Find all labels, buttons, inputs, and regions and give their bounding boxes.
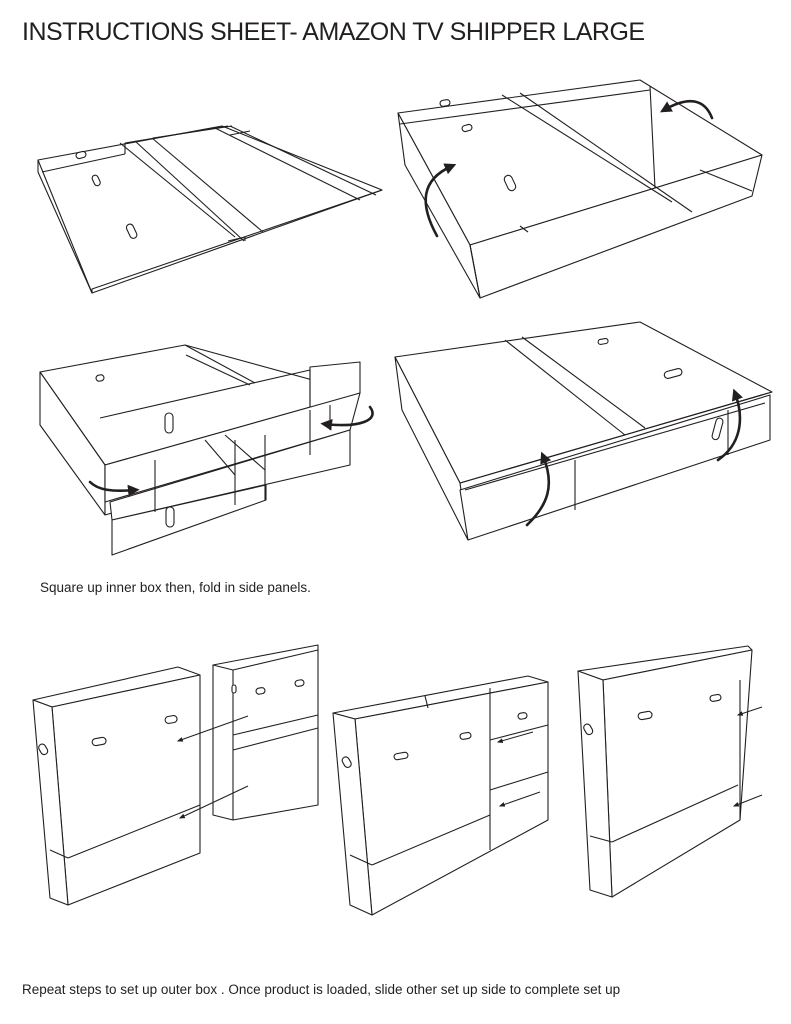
illustration-inner-box-fold bbox=[39, 344, 374, 556]
page-title: INSTRUCTIONS SHEET- AMAZON TV SHIPPER LA… bbox=[22, 18, 645, 46]
step1-caption: Square up inner box then, fold in side p… bbox=[40, 580, 311, 595]
illustration-flat-blank bbox=[37, 125, 383, 294]
illustration-outer-box-partly-closed bbox=[332, 675, 549, 916]
illustration-box-flaps bbox=[394, 321, 773, 541]
illustration-box-erecting bbox=[397, 79, 763, 299]
step2-caption: Repeat steps to set up outer box . Once … bbox=[22, 982, 621, 997]
illustration-outer-box-complete bbox=[577, 645, 763, 898]
illustration-outer-box-open bbox=[32, 644, 319, 906]
